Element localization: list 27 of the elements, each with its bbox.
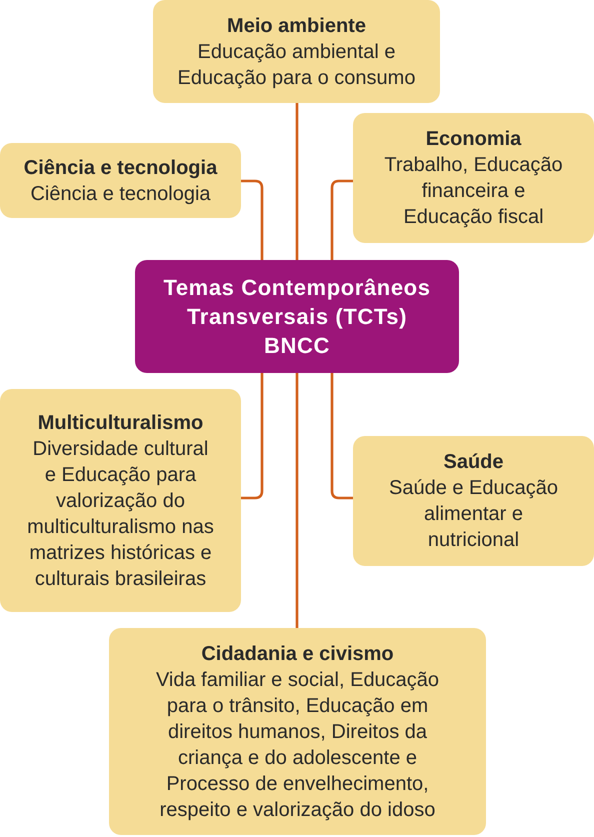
- connector-line: [241, 180, 264, 260]
- connector-line: [296, 103, 298, 260]
- connector-line: [330, 180, 353, 260]
- central-theme-subtitle: BNCC: [264, 332, 330, 360]
- topic-box: [0, 389, 241, 612]
- topic-heading: Ciência e tecnologia: [24, 156, 218, 180]
- topic-description: Diversidade cultural e Educação para valorização do multiculturalismo nas matrizes históricas e culturais brasileiras: [26, 436, 215, 592]
- topic-heading: Cidadania e civismo: [201, 642, 394, 666]
- topic-description: Saúde e Educação alimentar e nutricional: [388, 476, 560, 553]
- topic-heading: Saúde: [443, 450, 504, 475]
- connector-line: [241, 373, 264, 500]
- topic-heading: Meio ambiente: [227, 14, 366, 38]
- topic-description: Ciência e tecnologia: [30, 182, 211, 206]
- central-theme-box: [135, 260, 459, 373]
- topic-box: [353, 436, 594, 566]
- topic-heading: Multiculturalismo: [38, 410, 204, 436]
- connector-line: [296, 373, 298, 628]
- topic-box: [0, 143, 241, 218]
- topic-description: Educação ambiental e Educação para o consumo: [176, 40, 416, 90]
- topic-description: Vida familiar e social, Educação para o trânsito, Educação em direitos humanos, Direitos da criança e do adolescente e Processo de envelhecimento, respeito e valorização do idoso: [154, 668, 440, 822]
- connector-line: [330, 373, 353, 500]
- topic-box: [353, 113, 594, 243]
- topic-description: Trabalho, Educação financeira e Educação fiscal: [383, 153, 564, 230]
- topic-box: [109, 628, 486, 835]
- topic-heading: Economia: [426, 127, 522, 152]
- central-theme-title: Temas Contemporâneos Transversais (TCTs): [162, 274, 432, 331]
- topic-box: [153, 0, 440, 103]
